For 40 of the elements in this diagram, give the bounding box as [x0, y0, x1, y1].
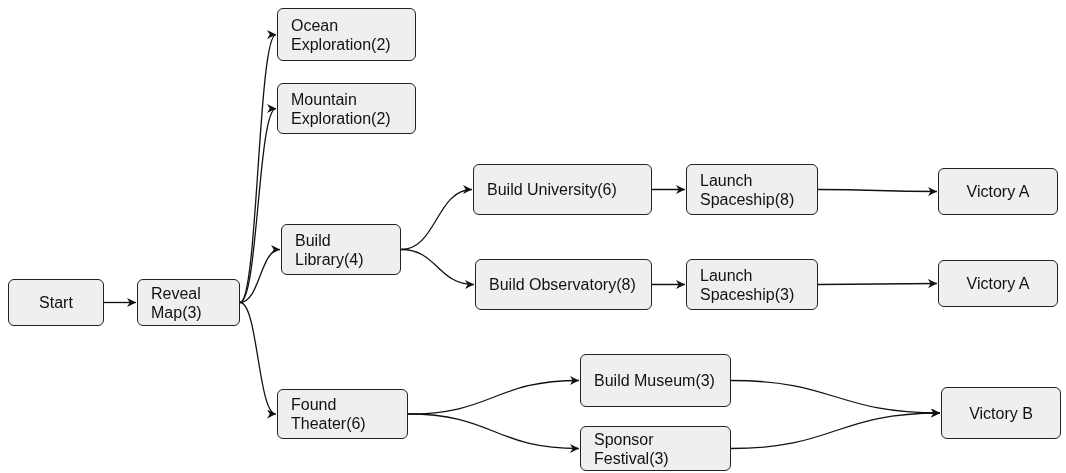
node-label: Launch Spaceship(3) — [700, 265, 796, 304]
arrow — [407, 413, 580, 453]
process-box — [686, 164, 818, 215]
node-label: Sponsor Festival(3) — [594, 429, 670, 468]
process-box — [137, 279, 240, 326]
process-box — [277, 83, 416, 134]
node-label: Build University(6) — [487, 180, 617, 199]
node-label: Mountain Exploration(2) — [291, 89, 392, 128]
process-box — [938, 260, 1058, 307]
node-label: Build Library(4) — [295, 230, 365, 269]
process-box — [580, 426, 731, 471]
node-label: Build Museum(3) — [594, 371, 715, 390]
node-label: Found Theater(6) — [291, 395, 367, 433]
arrow — [817, 279, 938, 289]
node-label: Victory A — [966, 182, 1030, 201]
node-label: Start — [39, 293, 73, 312]
arrow — [103, 298, 137, 307]
arrow — [817, 186, 938, 196]
arrow — [730, 408, 941, 450]
process-box — [941, 387, 1061, 439]
arrow — [651, 280, 686, 289]
arrow — [239, 247, 281, 304]
process-box — [938, 168, 1058, 215]
process-box — [277, 389, 408, 439]
node-label: Ocean Exploration(2) — [291, 15, 392, 54]
arrow — [651, 185, 686, 194]
process-box — [580, 354, 731, 407]
node-label: Launch Spaceship(8) — [700, 170, 796, 209]
arrow — [239, 107, 277, 304]
node-label: Victory B — [969, 403, 1033, 423]
node-label: Victory A — [966, 274, 1030, 293]
process-box — [281, 224, 401, 275]
node-label: Build Observatory(8) — [489, 275, 636, 294]
node-label: Reveal Map(3) — [151, 283, 203, 322]
process-box — [686, 259, 818, 310]
process-box — [475, 259, 652, 310]
process-box — [473, 164, 652, 215]
process-box — [277, 8, 416, 61]
process-box — [8, 279, 104, 326]
arrow — [400, 248, 475, 289]
